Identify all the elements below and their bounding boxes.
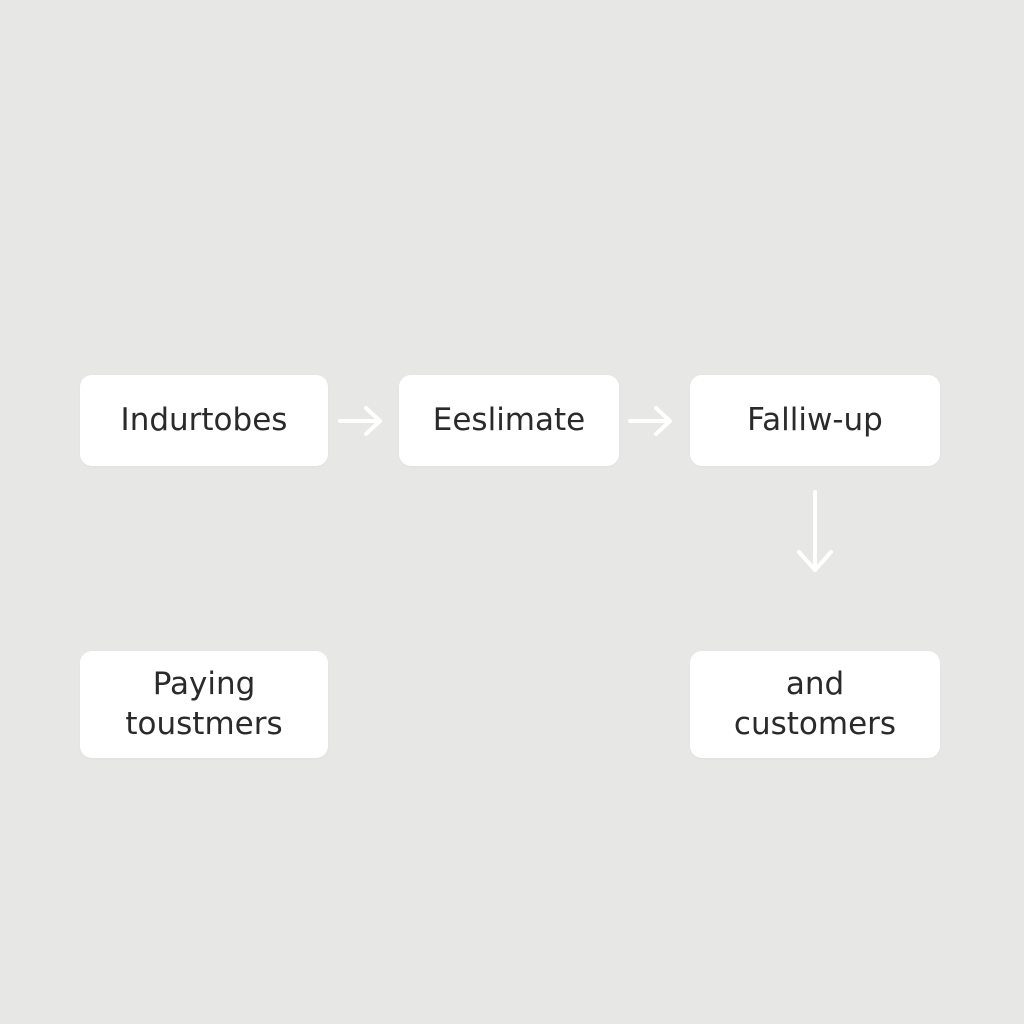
node-eeslimate: Eeslimate: [399, 375, 619, 466]
arrow-down-1: [795, 488, 835, 576]
arrow-right-icon: [338, 406, 382, 436]
node-paying-toustmers-line1: Paying: [152, 665, 256, 702]
arrow-down-icon: [797, 490, 833, 572]
node-indurtobes-label: Indurtobes: [120, 401, 288, 438]
node-indurtobes: Indurtobes: [80, 375, 328, 466]
node-falliw-up-label: Falliw-up: [747, 401, 883, 438]
arrow-right-2: [627, 403, 675, 439]
node-falliw-up: Falliw-up: [690, 375, 940, 466]
node-and-customers: and customers: [690, 651, 940, 758]
node-and-customers-line1: and: [785, 665, 845, 702]
arrow-right-icon: [628, 406, 672, 436]
arrow-right-1: [337, 403, 385, 439]
node-and-customers-line2: customers: [733, 705, 897, 742]
node-eeslimate-label: Eeslimate: [432, 401, 586, 438]
node-paying-toustmers-line2: toustmers: [125, 705, 283, 742]
node-paying-toustmers: Paying toustmers: [80, 651, 328, 758]
